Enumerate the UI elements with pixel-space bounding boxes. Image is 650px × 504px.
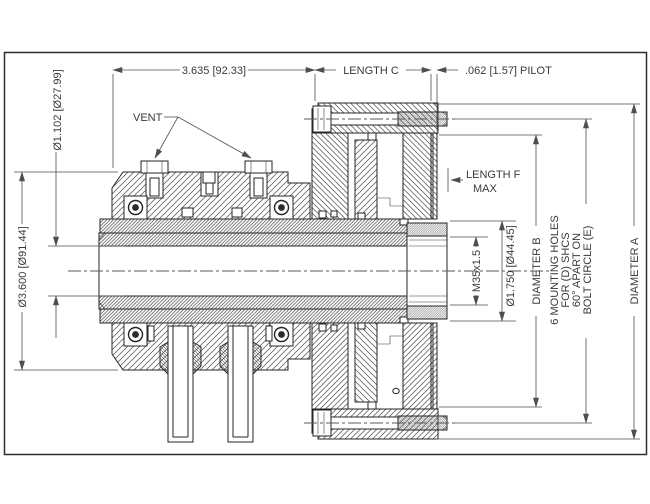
dimensions	[14, 67, 640, 440]
vent-leaders	[154, 116, 252, 159]
dim-label-length-f-max: MAX	[473, 183, 498, 195]
ball-bearing-lower-left	[123, 322, 148, 347]
seal-ring	[181, 207, 194, 218]
vent-plug-right	[244, 160, 273, 199]
dim-label-length-f: LENGTH F	[466, 169, 521, 181]
seal-housing-lower	[111, 322, 311, 443]
dim-label-diameter-a: DIAMETER A	[629, 237, 641, 304]
pilot-boss	[430, 132, 438, 220]
dim-label-overall-length: 3.635 [92.33]	[182, 65, 246, 77]
dim-label-length-c: LENGTH C	[343, 65, 399, 77]
vent-label: VENT	[133, 112, 163, 124]
seal-ring	[231, 207, 243, 218]
adapter-flange-upper	[304, 102, 458, 220]
hollow-shaft	[98, 222, 448, 320]
dim-label-shaft-end: Ø1.750 [Ø44.45]	[505, 225, 517, 306]
mounting-holes-note-line3: 60° APART ON	[571, 233, 583, 307]
dim-label-pilot: .062 [1.57] PILOT	[465, 65, 552, 77]
mounting-holes-note-line4: BOLT CIRCLE (E)	[582, 226, 594, 315]
ball-bearing-upper-left	[123, 195, 148, 220]
vent-plug-left	[140, 160, 169, 199]
dim-label-housing-od: Ø3.600 [Ø91.44]	[17, 226, 29, 307]
drain-tube-right	[219, 325, 262, 443]
mounting-holes-note-line2: FOR (D) SHCS	[560, 232, 572, 307]
center-plug	[200, 171, 219, 197]
drain-tube-left	[159, 325, 202, 443]
dim-label-thread: M35x1.5	[471, 250, 483, 292]
ball-bearing-upper-right	[269, 195, 294, 220]
labels: 3.635 [92.33] LENGTH C .062 [1.57] PILOT…	[17, 65, 641, 325]
mounting-holes-note-line1: 6 MOUNTING HOLES	[549, 215, 561, 324]
dim-label-diameter-b: DIAMETER B	[531, 237, 543, 304]
ball-bearing-lower-right	[269, 322, 294, 347]
drain-hole	[392, 387, 400, 395]
dim-label-bore: Ø1.102 [Ø27.99]	[52, 69, 64, 150]
seal-housing-upper	[111, 160, 311, 220]
